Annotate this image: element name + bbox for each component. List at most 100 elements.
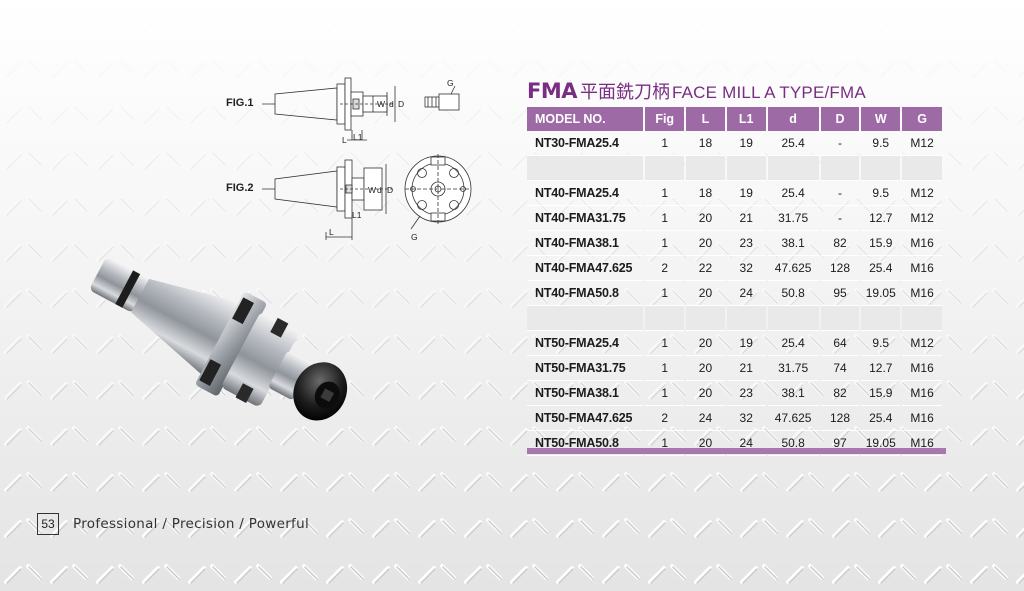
spec-cell bbox=[726, 306, 766, 331]
model-cell: NT40-FMA47.625 bbox=[527, 256, 644, 281]
spec-cell: 22 bbox=[686, 256, 725, 281]
spec-cell: 12.7 bbox=[861, 206, 901, 231]
model-cell bbox=[527, 156, 644, 181]
spec-cell: 24 bbox=[726, 281, 766, 306]
spec-cell: 20 bbox=[686, 206, 725, 231]
table-bottom-bar bbox=[527, 448, 946, 454]
column-header: d bbox=[767, 107, 819, 131]
section-title: FMA 平面銑刀柄 FACE MILL A TYPE/FMA bbox=[527, 78, 866, 104]
model-cell bbox=[527, 306, 644, 331]
spec-cell: 74 bbox=[820, 356, 860, 381]
model-cell: NT30-FMA25.4 bbox=[527, 131, 644, 156]
spec-cell: 25.4 bbox=[767, 331, 819, 356]
spec-cell: 23 bbox=[726, 381, 766, 406]
fig2-front-view bbox=[404, 154, 472, 230]
dim-D-fig1: D bbox=[398, 99, 404, 109]
spec-cell: 25.4 bbox=[861, 406, 901, 431]
fig1-bolt bbox=[424, 85, 460, 111]
spec-cell: M16 bbox=[902, 256, 942, 281]
fig1-side-view bbox=[262, 77, 396, 141]
spec-cell: 9.5 bbox=[861, 331, 901, 356]
spec-cell: - bbox=[820, 131, 860, 156]
spec-cell bbox=[820, 306, 860, 331]
spec-cell: 38.1 bbox=[767, 231, 819, 256]
spec-cell: 23 bbox=[726, 231, 766, 256]
spec-cell: 25.4 bbox=[767, 181, 819, 206]
dim-w-fig1: W bbox=[377, 99, 385, 109]
spec-cell: 20 bbox=[686, 356, 725, 381]
spec-cell bbox=[686, 306, 725, 331]
fma-tool-holder-image bbox=[90, 258, 348, 421]
tagline: Professional / Precision / Powerful bbox=[73, 516, 310, 532]
spec-cell: 19 bbox=[726, 331, 766, 356]
spec-cell: M12 bbox=[902, 206, 942, 231]
spec-cell: 32 bbox=[726, 256, 766, 281]
spec-cell: 128 bbox=[820, 406, 860, 431]
column-header: MODEL NO. bbox=[527, 107, 644, 131]
spec-cell: M16 bbox=[902, 381, 942, 406]
spec-cell bbox=[686, 156, 725, 181]
title-chinese: 平面銑刀柄 bbox=[580, 82, 670, 103]
spec-cell: 64 bbox=[820, 331, 860, 356]
model-cell: NT40-FMA38.1 bbox=[527, 231, 644, 256]
spec-cell: 1 bbox=[645, 181, 685, 206]
spec-cell bbox=[767, 306, 819, 331]
spec-cell: 19.05 bbox=[861, 281, 901, 306]
spec-cell: 31.75 bbox=[767, 356, 819, 381]
spec-cell: M16 bbox=[902, 431, 942, 456]
spec-cell: 82 bbox=[820, 381, 860, 406]
spec-cell: 1 bbox=[645, 431, 685, 456]
spec-cell: 9.5 bbox=[861, 181, 901, 206]
dim-G-fig1: G bbox=[447, 78, 454, 88]
dim-L1-fig2: L1 bbox=[352, 210, 362, 220]
model-cell: NT50-FMA50.8 bbox=[527, 431, 644, 456]
spec-cell: 9.5 bbox=[861, 131, 901, 156]
spec-cell bbox=[902, 306, 942, 331]
model-cell: NT50-FMA31.75 bbox=[527, 356, 644, 381]
spec-cell: M16 bbox=[902, 231, 942, 256]
spec-cell: 24 bbox=[726, 431, 766, 456]
title-english: FACE MILL A TYPE/FMA bbox=[672, 83, 866, 102]
spec-cell: 1 bbox=[645, 231, 685, 256]
column-header: Fig bbox=[645, 107, 685, 131]
spec-cell: 97 bbox=[820, 431, 860, 456]
spec-cell bbox=[861, 156, 901, 181]
spec-cell: 15.9 bbox=[861, 231, 901, 256]
dim-d-fig1: d bbox=[389, 99, 394, 109]
dim-d-fig2: d bbox=[377, 185, 382, 195]
spec-cell: 82 bbox=[820, 231, 860, 256]
dim-G-fig2: G bbox=[411, 232, 418, 242]
spec-cell: 32 bbox=[726, 406, 766, 431]
spec-cell: 12.7 bbox=[861, 356, 901, 381]
spec-cell: 18 bbox=[686, 181, 725, 206]
spec-cell: 25.4 bbox=[767, 131, 819, 156]
column-header: G bbox=[902, 107, 942, 131]
title-code: FMA bbox=[527, 79, 578, 103]
spec-cell bbox=[767, 156, 819, 181]
dim-L-fig1: L bbox=[342, 135, 347, 145]
model-cell: NT40-FMA25.4 bbox=[527, 181, 644, 206]
page-number: 53 bbox=[37, 513, 59, 535]
spec-cell: - bbox=[820, 181, 860, 206]
spec-cell: 25.4 bbox=[861, 256, 901, 281]
spec-cell: 38.1 bbox=[767, 381, 819, 406]
spec-cell: 20 bbox=[686, 431, 725, 456]
spec-cell: 15.9 bbox=[861, 381, 901, 406]
model-cell: NT50-FMA25.4 bbox=[527, 331, 644, 356]
spec-cell: 47.625 bbox=[767, 406, 819, 431]
spec-cell: 95 bbox=[820, 281, 860, 306]
spec-cell: 1 bbox=[645, 331, 685, 356]
model-cell: NT40-FMA50.8 bbox=[527, 281, 644, 306]
